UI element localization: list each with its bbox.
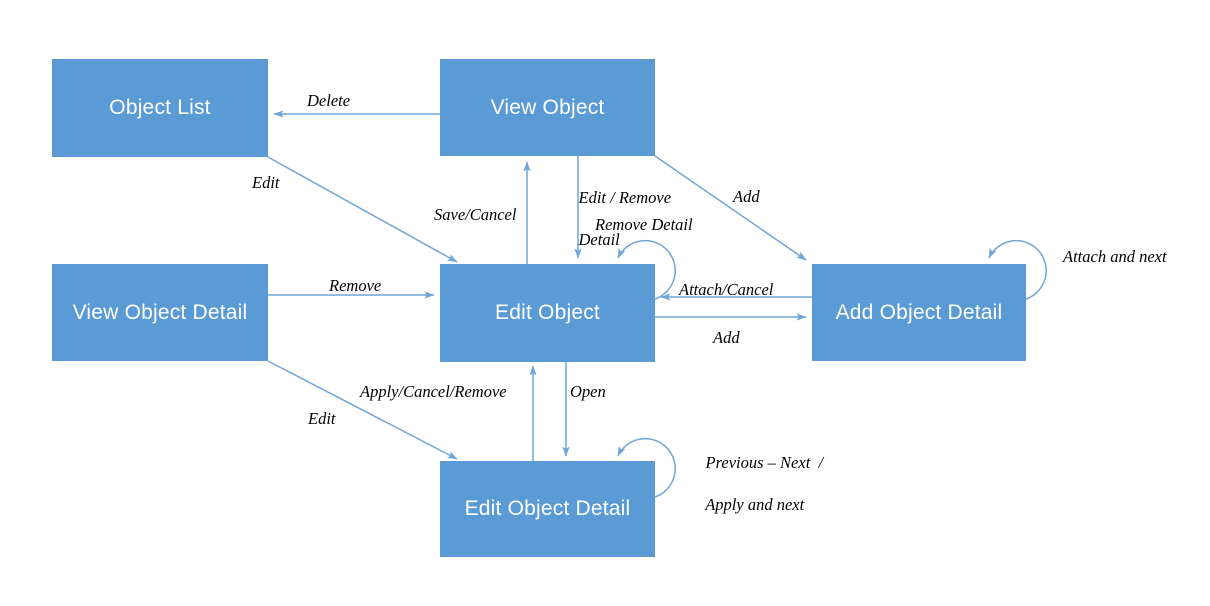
node-edit-object-detail[interactable]: Edit Object Detail xyxy=(440,461,655,557)
node-object-list[interactable]: Object List xyxy=(52,59,268,157)
node-view-object[interactable]: View Object xyxy=(440,59,655,156)
edge-label-edit-remove-detail: Edit / Remove Detail xyxy=(562,166,672,272)
edge-label-line-1: Previous – Next / xyxy=(705,453,824,473)
edge-line-attach-and-next-self-loop xyxy=(988,239,1047,300)
edge-line-add-view-to-add-detail xyxy=(654,155,807,261)
edge-label-add-view-to-add-detail: Add xyxy=(733,187,760,206)
node-label: Object List xyxy=(109,96,211,120)
node-view-object-detail[interactable]: View Object Detail xyxy=(52,264,268,361)
edge-line-previous-next-self-loop xyxy=(617,437,676,498)
node-label: View Object Detail xyxy=(72,300,248,324)
edge-label-line-1: Edit / Remove xyxy=(578,188,672,208)
edge-label-edit-list-to-edit-object: Edit xyxy=(252,173,280,192)
edge-label-remove-detail-self-loop: Remove Detail xyxy=(595,215,693,234)
edge-label-remove: Remove xyxy=(329,276,382,295)
node-add-object-detail[interactable]: Add Object Detail xyxy=(812,264,1026,361)
edge-label-line-2: Detail xyxy=(578,230,620,250)
edge-label-open: Open xyxy=(570,382,606,401)
node-label: View Object xyxy=(490,95,605,119)
edge-line-edit-viewdetail-to-editdetail xyxy=(267,360,458,460)
edge-line-edit-list-to-edit-object xyxy=(267,156,458,263)
node-edit-object[interactable]: Edit Object xyxy=(440,264,655,362)
edge-label-line-2: Apply and next xyxy=(705,495,805,515)
node-label: Add Object Detail xyxy=(835,300,1003,324)
edge-label-add-edit-to-add-detail: Add xyxy=(713,328,740,347)
edge-label-attach-cancel: Attach/Cancel xyxy=(679,280,774,299)
edge-label-apply-cancel-remove: Apply/Cancel/Remove xyxy=(360,382,507,401)
node-label: Edit Object xyxy=(495,301,600,325)
edge-label-save-cancel: Save/Cancel xyxy=(434,205,517,224)
edge-line-remove-detail-self-loop xyxy=(617,239,676,300)
edge-label-previous-next-self-loop: Previous – Next / Apply and next xyxy=(689,431,823,537)
edge-label-attach-and-next-self-loop: Attach and next xyxy=(1063,247,1167,266)
edge-label-delete: Delete xyxy=(307,91,351,110)
node-label: Edit Object Detail xyxy=(464,497,631,521)
edge-label-edit-viewdetail-to-editdetail: Edit xyxy=(308,409,336,428)
